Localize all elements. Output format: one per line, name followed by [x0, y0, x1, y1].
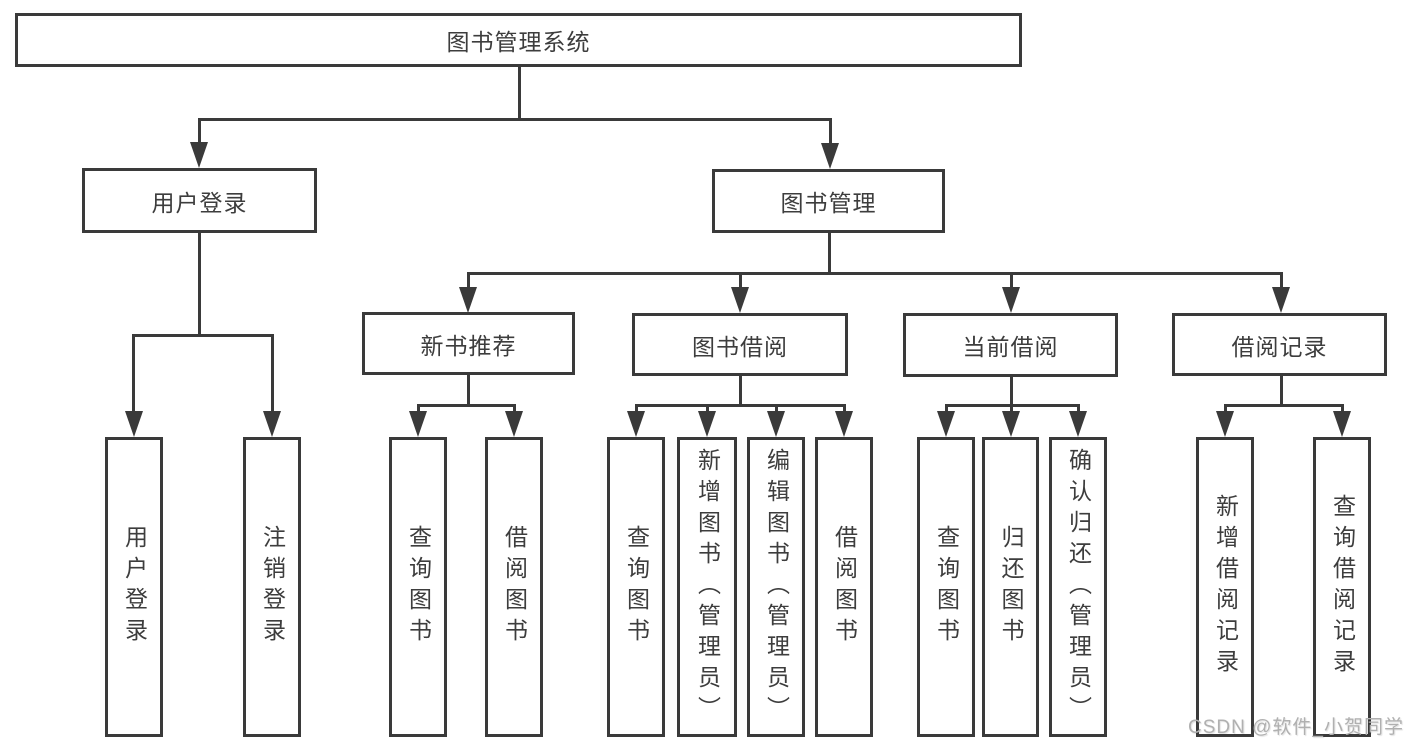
node-label: 查询图书 — [623, 525, 650, 649]
node-label: 查询图书 — [933, 525, 960, 649]
leaf-user-login: 用户登录 — [105, 437, 163, 737]
leaf-query-books-borrowing: 查询图书 — [607, 437, 665, 737]
node-label: 注销登录 — [259, 525, 286, 649]
node-borrowing-records: 借阅记录 — [1172, 313, 1387, 376]
node-book-borrowing: 图书借阅 — [632, 313, 848, 376]
arrow-down-icon — [505, 411, 523, 437]
node-label: 当前借阅 — [962, 334, 1059, 360]
node-label: 借阅记录 — [1231, 333, 1328, 360]
node-label: 查询借阅记录 — [1329, 494, 1356, 680]
node-current-borrowing: 当前借阅 — [903, 313, 1118, 377]
connector-line — [1077, 404, 1080, 414]
connector-line — [467, 272, 1282, 275]
leaf-query-borrow-record: 查询借阅记录 — [1313, 437, 1371, 737]
leaf-edit-book-admin: 编辑图书（管理员） — [747, 437, 805, 737]
connector-line — [198, 118, 831, 121]
node-book-management: 图书管理 — [712, 169, 945, 233]
connector-line — [132, 334, 274, 337]
arrow-down-icon — [627, 411, 645, 437]
connector-line — [739, 272, 742, 290]
arrow-down-icon — [459, 287, 477, 313]
connector-line — [198, 118, 201, 146]
connector-line — [1010, 404, 1013, 414]
connector-line — [132, 334, 135, 414]
arrow-down-icon — [1272, 287, 1290, 313]
arrow-down-icon — [1002, 411, 1020, 437]
connector-line — [739, 375, 742, 406]
arrow-down-icon — [409, 411, 427, 437]
connector-line — [467, 272, 470, 290]
leaf-query-books-current: 查询图书 — [917, 437, 975, 737]
arrow-down-icon — [190, 142, 208, 168]
arrow-down-icon — [1002, 287, 1020, 313]
connector-line — [518, 66, 521, 121]
arrow-down-icon — [937, 411, 955, 437]
connector-line — [198, 231, 201, 336]
node-label: 查询图书 — [405, 525, 432, 649]
node-label: 新书推荐 — [420, 332, 517, 359]
connector-line — [271, 334, 274, 414]
node-label: 用户登录 — [121, 525, 148, 649]
connector-line — [1010, 376, 1013, 406]
connector-line — [513, 404, 516, 414]
connector-line — [706, 404, 709, 414]
node-book-management-system: 图书管理系统 — [15, 13, 1022, 67]
connector-line — [1341, 404, 1344, 414]
arrow-down-icon — [263, 411, 281, 437]
connector-line — [1224, 404, 1343, 407]
node-label: 借阅图书 — [831, 525, 858, 649]
connector-line — [1224, 404, 1227, 414]
connector-line — [829, 118, 832, 146]
node-label: 确认归还（管理员） — [1065, 447, 1092, 727]
arrow-down-icon — [1216, 411, 1234, 437]
leaf-borrow-books-recommend: 借阅图书 — [485, 437, 543, 737]
arrow-down-icon — [1333, 411, 1351, 437]
connector-line — [843, 404, 846, 414]
connector-line — [945, 404, 948, 414]
node-label: 图书借阅 — [692, 333, 788, 360]
connector-line — [1280, 272, 1283, 290]
leaf-borrow-books-borrowing: 借阅图书 — [815, 437, 873, 737]
watermark: CSDN @软件_小贺同学 — [1188, 717, 1404, 738]
arrow-down-icon — [821, 143, 839, 169]
connector-line — [635, 404, 845, 407]
leaf-query-books-recommend: 查询图书 — [389, 437, 447, 737]
arrow-down-icon — [835, 411, 853, 437]
connector-line — [1010, 272, 1013, 290]
arrow-down-icon — [767, 411, 785, 437]
node-label: 图书管理系统 — [446, 29, 591, 55]
connector-line — [635, 404, 638, 414]
node-label: 借阅图书 — [501, 525, 528, 649]
arrow-down-icon — [731, 287, 749, 313]
leaf-return-books: 归还图书 — [982, 437, 1039, 737]
arrow-down-icon — [125, 411, 143, 437]
node-new-book-recommend: 新书推荐 — [362, 312, 575, 375]
node-label: 新增借阅记录 — [1212, 494, 1239, 680]
connector-line — [828, 231, 831, 274]
node-user-login: 用户登录 — [82, 168, 317, 233]
node-label: 编辑图书（管理员） — [763, 447, 790, 727]
connector-line — [417, 404, 420, 414]
leaf-logout: 注销登录 — [243, 437, 301, 737]
node-label: 图书管理 — [780, 190, 877, 216]
node-label: 新增图书（管理员） — [694, 447, 721, 727]
connector-line — [1280, 375, 1283, 406]
node-label: 用户登录 — [151, 189, 248, 216]
connector-line — [417, 404, 515, 407]
leaf-add-borrow-record: 新增借阅记录 — [1196, 437, 1254, 737]
connector-line — [775, 404, 778, 414]
leaf-add-book-admin: 新增图书（管理员） — [677, 437, 737, 737]
node-label: 归还图书 — [998, 525, 1024, 649]
leaf-confirm-return-admin: 确认归还（管理员） — [1049, 437, 1107, 737]
arrow-down-icon — [698, 411, 716, 437]
connector-line — [467, 374, 470, 406]
arrow-down-icon — [1069, 411, 1087, 437]
